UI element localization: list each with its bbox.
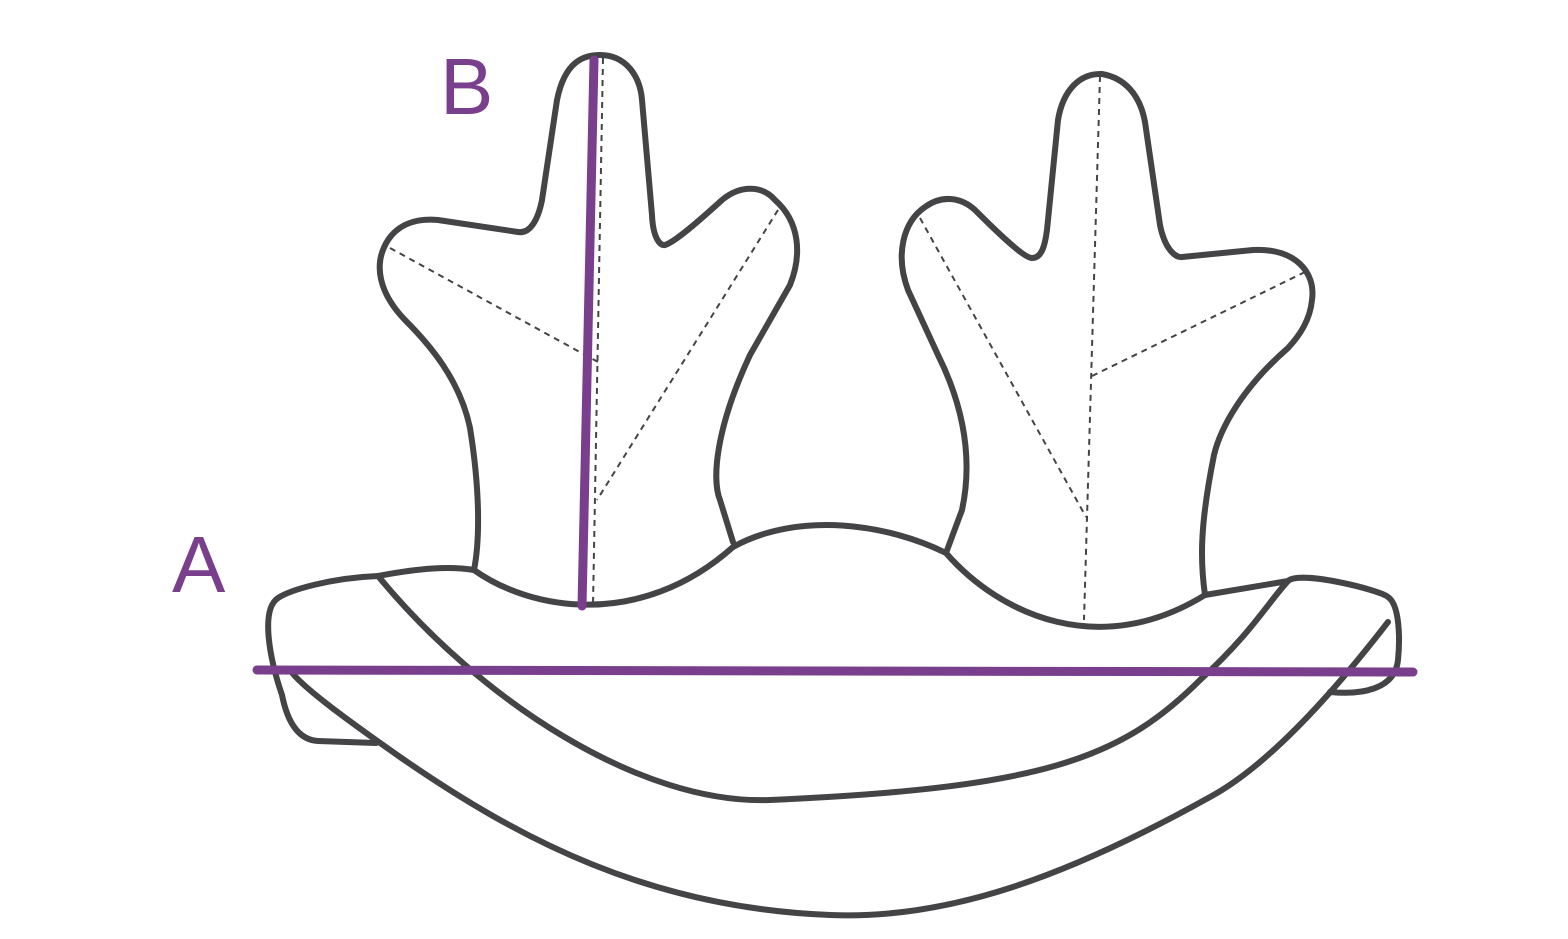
band-inner-edge	[375, 573, 1291, 804]
measurement-line-a	[252, 665, 1418, 677]
label-b: B	[440, 42, 493, 131]
label-a: A	[172, 520, 226, 609]
band-top-left	[375, 565, 477, 579]
left-antler-base	[471, 544, 736, 608]
middle-bump	[730, 522, 949, 556]
band-outer-edge	[287, 619, 1391, 919]
fold-guide	[592, 57, 604, 606]
fold-guide	[596, 209, 779, 501]
left-antler-outline	[376, 52, 801, 573]
fold-guides	[389, 57, 1306, 621]
right-antler-base	[943, 550, 1208, 630]
measurement-line-b	[577, 55, 599, 611]
band-left-end	[265, 573, 381, 746]
right-antler-outline	[898, 71, 1316, 598]
headband-outline	[265, 52, 1402, 919]
band-top-right	[1202, 574, 1402, 696]
fold-guide	[389, 247, 599, 363]
fold-guide	[919, 217, 1087, 518]
fold-guide	[1083, 75, 1101, 621]
